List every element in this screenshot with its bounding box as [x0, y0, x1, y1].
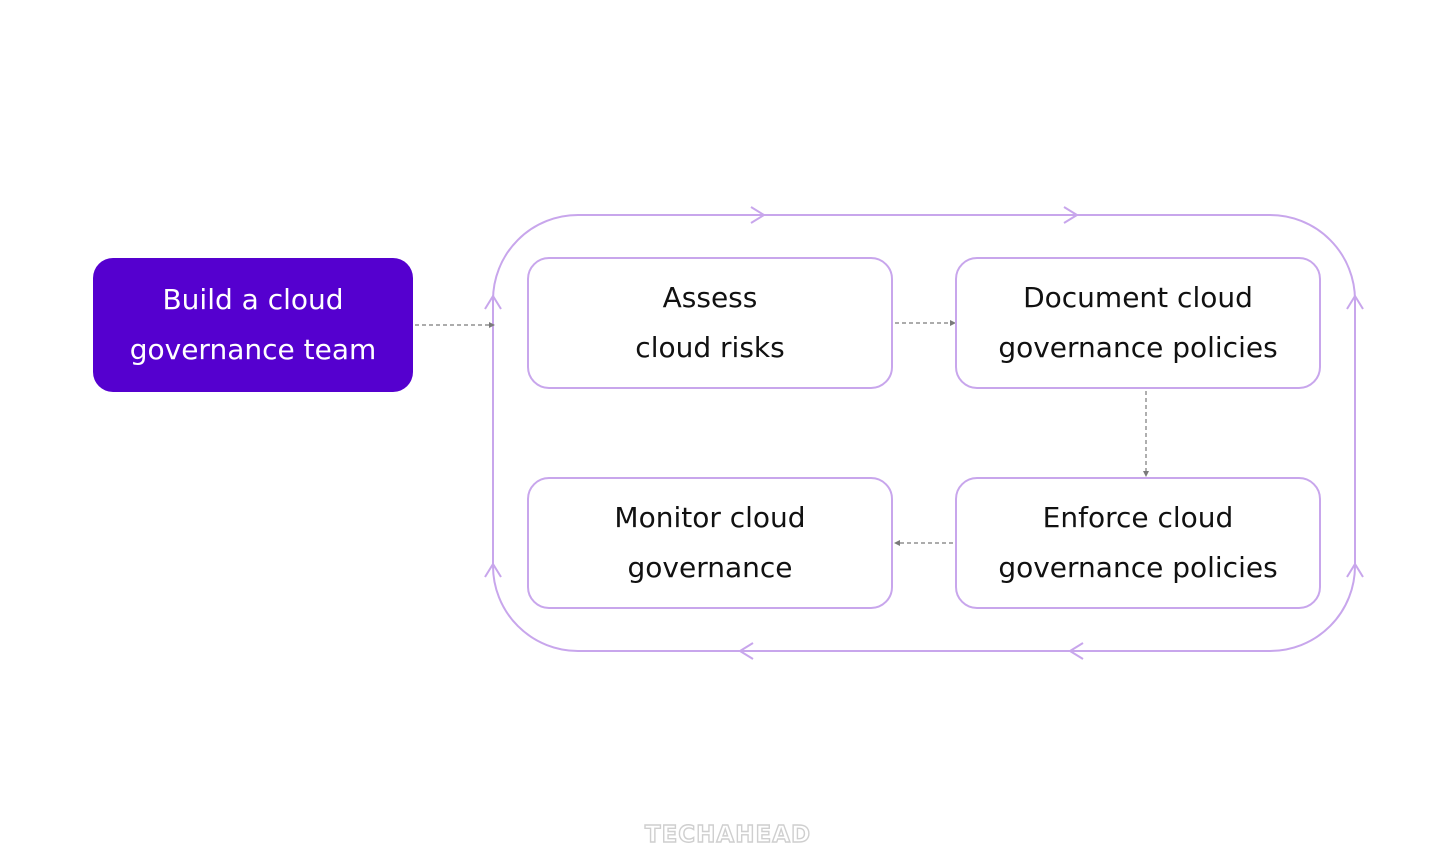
- node-build-team-line2: governance team: [129, 333, 377, 366]
- node-build-team: Build a cloud governance team: [93, 258, 413, 392]
- connector-arrowhead-icon: [950, 320, 956, 326]
- node-monitor-line2: governance: [627, 551, 793, 584]
- node-document-line2: governance policies: [998, 331, 1278, 364]
- brand-watermark: TECHAHEAD: [644, 821, 812, 848]
- node-enforce: Enforce cloud governance policies: [955, 477, 1321, 609]
- connector-arrowhead-icon: [1143, 471, 1149, 477]
- node-assess-line1: Assess: [662, 281, 758, 314]
- node-enforce-line2: governance policies: [998, 551, 1278, 584]
- node-monitor-line1: Monitor cloud: [614, 501, 806, 534]
- loop-arrow-right-1: [1346, 294, 1364, 310]
- node-build-team-line1: Build a cloud: [162, 283, 344, 316]
- loop-arrow-bottom-1: [738, 642, 754, 660]
- node-assess: Assess cloud risks: [527, 257, 893, 389]
- loop-arrow-top-1: [750, 206, 766, 224]
- node-document: Document cloud governance policies: [955, 257, 1321, 389]
- node-assess-line2: cloud risks: [635, 331, 785, 364]
- connector-arrowhead-icon: [489, 322, 495, 328]
- node-document-line1: Document cloud: [1023, 281, 1253, 314]
- connector-arrowhead-icon: [894, 540, 900, 546]
- node-enforce-line1: Enforce cloud: [1042, 501, 1234, 534]
- loop-arrow-top-2: [1063, 206, 1079, 224]
- loop-arrow-right-2: [1346, 562, 1364, 578]
- loop-arrow-left-1: [484, 294, 502, 310]
- loop-arrow-bottom-2: [1068, 642, 1084, 660]
- node-monitor: Monitor cloud governance: [527, 477, 893, 609]
- loop-arrow-left-2: [484, 562, 502, 578]
- cycle-loop: [492, 214, 1356, 652]
